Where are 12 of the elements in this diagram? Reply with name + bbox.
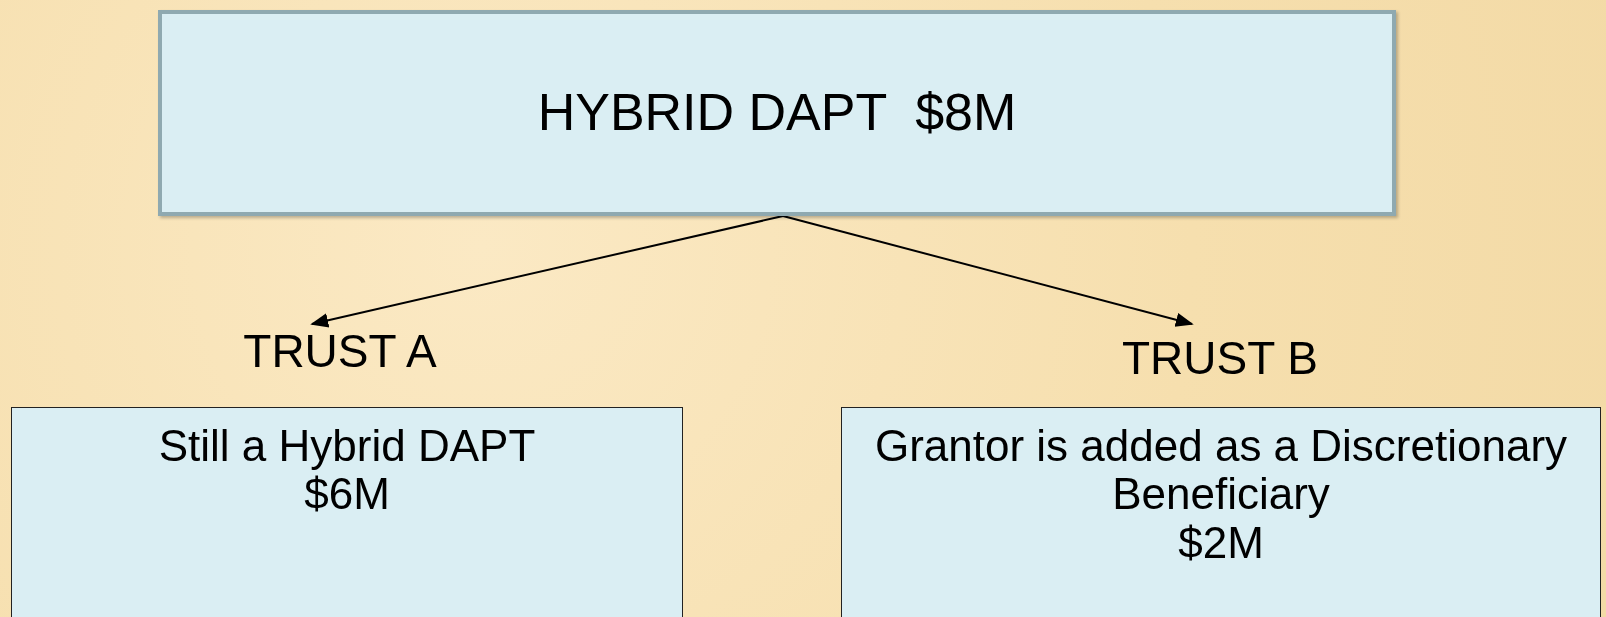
- title-box: [158, 10, 1396, 216]
- amount-text: $6M: [304, 470, 390, 519]
- trust-box: [11, 407, 683, 617]
- trust-label: TRUST B: [1122, 333, 1318, 384]
- amount-text: $2M: [1178, 518, 1264, 568]
- arrow: [782, 215, 1194, 327]
- arrow: [310, 215, 784, 328]
- description-text: Still a Hybrid DAPT: [158, 422, 536, 471]
- trust-box: [841, 407, 1601, 617]
- trust-label: TRUST A: [243, 326, 437, 377]
- title-text: HYBRID DAPT $8M: [537, 84, 1017, 142]
- description-text: Grantor is added as a Discretionary Beneficiary: [873, 422, 1569, 519]
